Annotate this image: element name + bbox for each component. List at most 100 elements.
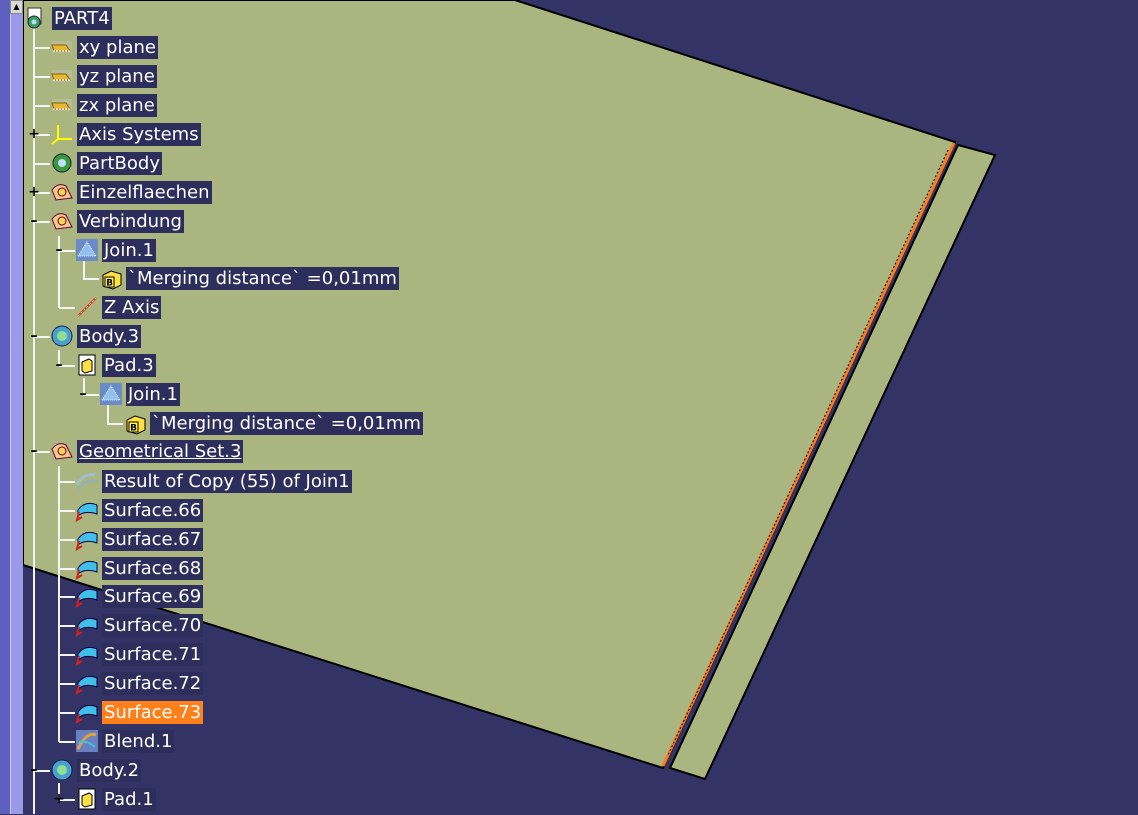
body-icon bbox=[50, 758, 74, 782]
tree-node-label[interactable]: Einzelflaechen bbox=[77, 181, 212, 204]
join-icon bbox=[99, 382, 123, 406]
collapse-icon[interactable]: – bbox=[30, 328, 38, 344]
surface-icon bbox=[75, 642, 99, 667]
tree-node-label[interactable]: Surface.73 bbox=[102, 701, 204, 724]
expand-icon[interactable]: + bbox=[28, 126, 40, 142]
tree-node-label[interactable]: Body.3 bbox=[77, 325, 142, 348]
tree-node-label[interactable]: Surface.70 bbox=[102, 614, 204, 637]
parameter-icon: B bbox=[99, 266, 123, 290]
tree-line bbox=[59, 307, 75, 309]
tree-node-label[interactable]: Axis Systems bbox=[77, 123, 201, 146]
body-icon bbox=[50, 324, 74, 348]
tree-line bbox=[58, 236, 60, 308]
tree-line bbox=[83, 260, 85, 280]
surface-icon bbox=[75, 613, 99, 638]
tree-scrollbar[interactable]: ▲ bbox=[0, 0, 23, 814]
tree-node-label[interactable]: Surface.72 bbox=[102, 672, 204, 695]
tree-line bbox=[34, 221, 50, 223]
expand-icon[interactable]: + bbox=[53, 791, 65, 807]
tree-node-label[interactable]: zx plane bbox=[77, 94, 157, 117]
parameter-icon: B bbox=[123, 411, 147, 435]
pad-icon bbox=[75, 787, 99, 811]
plane-icon bbox=[50, 64, 74, 88]
tree-node-label[interactable]: Geometrical Set.3 bbox=[77, 440, 244, 463]
tree-line bbox=[58, 466, 60, 742]
tree-node-label[interactable]: `Merging distance` =0,01mm bbox=[150, 412, 423, 435]
tree-line bbox=[34, 192, 50, 194]
collapse-icon[interactable]: – bbox=[55, 357, 63, 373]
part-icon bbox=[27, 7, 42, 29]
tree-node-label[interactable]: `Merging distance` =0,01mm bbox=[126, 267, 399, 290]
copy-result-icon bbox=[75, 469, 99, 493]
tree-node-label[interactable]: Surface.68 bbox=[102, 557, 204, 580]
tree-node-label[interactable]: Surface.69 bbox=[102, 585, 204, 608]
axis-line-icon bbox=[75, 295, 99, 319]
tree-node-label[interactable]: Pad.3 bbox=[102, 354, 156, 377]
plane-icon bbox=[50, 93, 74, 117]
scroll-up-button[interactable]: ▲ bbox=[10, 0, 23, 14]
tree-node-label[interactable]: xy plane bbox=[77, 36, 158, 59]
surface-icon bbox=[75, 498, 99, 523]
tree-line bbox=[59, 568, 75, 570]
svg-text:B: B bbox=[106, 279, 113, 289]
collapse-icon[interactable]: – bbox=[30, 443, 38, 459]
tree-node-label[interactable]: Surface.66 bbox=[102, 499, 204, 522]
geometrical-set-icon bbox=[50, 180, 74, 204]
tree-line bbox=[34, 336, 50, 338]
tree-line bbox=[83, 278, 99, 280]
tree-line bbox=[59, 596, 75, 598]
tree-node-label[interactable]: Z Axis bbox=[102, 296, 162, 319]
tree-node-label[interactable]: Surface.67 bbox=[102, 528, 204, 551]
collapse-icon[interactable]: – bbox=[30, 213, 38, 229]
tree-node-label[interactable]: Body.2 bbox=[77, 759, 142, 782]
tree-line bbox=[34, 47, 50, 49]
tree-line bbox=[59, 481, 75, 483]
surface-icon bbox=[75, 556, 99, 581]
tree-node-label[interactable]: Join.1 bbox=[126, 383, 180, 406]
pad-icon bbox=[75, 353, 99, 377]
surface-icon bbox=[75, 671, 99, 696]
surface-icon bbox=[75, 584, 99, 609]
tree-line bbox=[34, 770, 50, 772]
tree-line bbox=[59, 654, 75, 656]
tree-line bbox=[59, 510, 75, 512]
tree-node-label[interactable]: Result of Copy (55) of Join1 bbox=[102, 470, 352, 493]
tree-node-label[interactable]: Surface.71 bbox=[102, 643, 204, 666]
svg-text:B: B bbox=[130, 424, 137, 434]
surface-icon bbox=[75, 700, 99, 725]
collapse-icon[interactable]: – bbox=[30, 762, 38, 778]
tree-line bbox=[34, 451, 50, 453]
tree-line bbox=[83, 378, 85, 394]
tree-line bbox=[58, 783, 60, 801]
tree-line bbox=[58, 350, 60, 366]
tree-line bbox=[59, 250, 75, 252]
tree-line bbox=[34, 134, 50, 136]
tree-line bbox=[59, 625, 75, 627]
collapse-icon[interactable]: – bbox=[79, 386, 87, 402]
tree-node-label[interactable]: yz plane bbox=[77, 65, 157, 88]
tree-node-label[interactable]: Blend.1 bbox=[102, 730, 175, 753]
surface-icon bbox=[75, 527, 99, 552]
collapse-icon[interactable]: – bbox=[55, 242, 63, 258]
blend-icon bbox=[75, 729, 99, 753]
tree-line bbox=[59, 539, 75, 541]
tree-node-label[interactable]: PART4 bbox=[52, 7, 112, 30]
tree-line bbox=[33, 24, 35, 814]
scroll-thumb[interactable] bbox=[10, 14, 23, 814]
tree-node-label[interactable]: Pad.1 bbox=[102, 788, 156, 811]
tree-line bbox=[107, 423, 123, 425]
tree-node-label[interactable]: Join.1 bbox=[102, 239, 156, 262]
tree-line bbox=[59, 799, 75, 801]
expand-icon[interactable]: + bbox=[28, 184, 40, 200]
plane-icon bbox=[50, 35, 74, 59]
tree-node-label[interactable]: PartBody bbox=[77, 152, 162, 175]
tree-line bbox=[83, 394, 99, 396]
tree-line bbox=[34, 76, 50, 78]
tree-node-label[interactable]: Verbindung bbox=[77, 210, 184, 233]
tree-line bbox=[34, 163, 50, 165]
boundary-edge bbox=[667, 149, 949, 756]
surface-panel-strip[interactable] bbox=[668, 143, 997, 781]
